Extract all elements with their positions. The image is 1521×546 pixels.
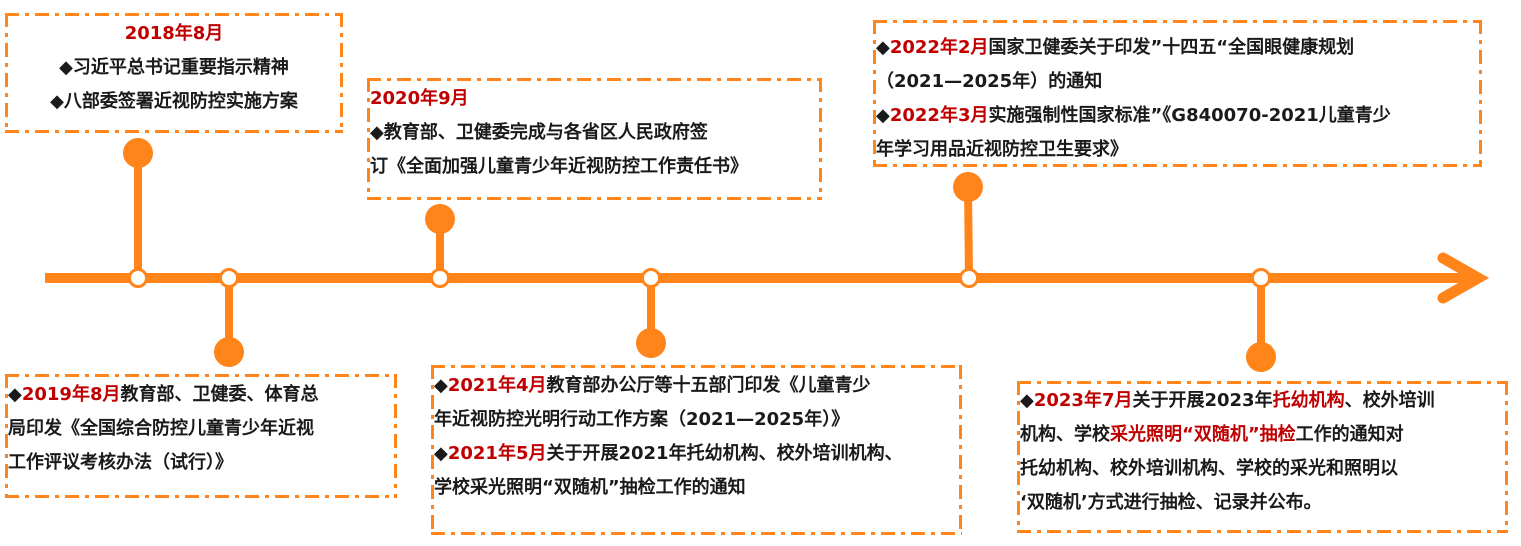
event-date: 2023年7月 [1033, 390, 1133, 411]
event-highlight: 采光照明“双随机”抽检 [1110, 424, 1296, 445]
event-entry: ◆2019年8月教育部、卫健委、体育总 [8, 378, 394, 412]
event-text: 教育部、卫健委、体育总 [120, 384, 319, 405]
event-date: 2021年4月 [447, 375, 547, 396]
diamond-bullet-icon: ◆ [1020, 390, 1034, 411]
event-text-continued: 托幼机构、校外培训机构、学校的采光和照明以 [1020, 458, 1398, 479]
event-date: 2020年9月 [370, 88, 469, 109]
event-entry: ◆2023年7月关于开展2023年托幼机构、校外培训 [1020, 384, 1505, 418]
event-entry: ◆2022年3月实施强制性国家标准”《G840070-2021儿童青少 [876, 99, 1479, 133]
timeline-node-2019-08 [214, 268, 244, 367]
diamond-bullet-icon: ◆ [434, 375, 448, 396]
event-text-line: ◆教育部、卫健委完成与各省区人民政府签 [370, 122, 708, 143]
event-text-line: 订《全面加强儿童青少年近视防控工作责任书》 [370, 156, 748, 177]
event-text-continued: 学校采光照明“双随机”抽检工作的通知 [434, 477, 746, 498]
event-text-continued: 年近视防控光明行动工作方案（2021—2025年）》 [434, 409, 850, 430]
event-item: ◆习近平总书记重要指示精神 [59, 57, 289, 78]
event-text: 教育部办公厅等十五部门印发《儿童青少 [546, 375, 871, 396]
event-text-continued: ‘双随机’方式进行抽检、记录并公布。 [1020, 492, 1322, 513]
event-text-continued: 机构、学校采光照明“双随机”抽检工作的通知对 [1020, 418, 1505, 452]
event-text: 、校外培训 [1344, 390, 1435, 411]
diamond-bullet-icon: ◆ [8, 384, 22, 405]
event-date: 2018年8月 [124, 23, 224, 44]
event-text-continued: 年学习用品近视防控卫生要求》 [876, 139, 1128, 160]
event-box-2021: ◆2021年4月教育部办公厅等十五部门印发《儿童青少 年近视防控光明行动工作方案… [431, 365, 962, 535]
diamond-bullet-icon: ◆ [434, 443, 448, 464]
diamond-bullet-icon: ◆ [876, 105, 890, 126]
timeline-node-2020-09 [425, 204, 455, 288]
event-text-continued: 局印发《全国综合防控儿童青少年近视 [8, 418, 314, 439]
event-highlight: 托幼机构 [1272, 390, 1345, 411]
event-date: 2019年8月 [21, 384, 121, 405]
event-text: 关于开展2021年托幼机构、校外培训机构、 [546, 443, 903, 464]
event-box-2023-07: ◆2023年7月关于开展2023年托幼机构、校外培训 机构、学校采光照明“双随机… [1017, 381, 1508, 533]
event-entry: ◆2021年4月教育部办公厅等十五部门印发《儿童青少 [434, 369, 959, 403]
event-entry: ◆2021年5月关于开展2021年托幼机构、校外培训机构、 [434, 437, 959, 471]
event-box-2018-08: 2018年8月 ◆习近平总书记重要指示精神 ◆八部委签署近视防控实施方案 [5, 13, 343, 133]
timeline-node-2023-07 [1246, 268, 1276, 372]
timeline-node-2022 [953, 172, 983, 288]
event-box-2020-09: 2020年9月 ◆教育部、卫健委完成与各省区人民政府签 订《全面加强儿童青少年近… [367, 78, 822, 200]
timeline-node-2021 [636, 268, 666, 358]
event-box-2022: ◆2022年2月国家卫健委关于印发”十四五“全国眼健康规划 （2021—2025… [873, 20, 1482, 167]
event-text-continued: 工作评议考核办法（试行）》 [8, 452, 233, 473]
event-item: ◆八部委签署近视防控实施方案 [50, 91, 298, 112]
timeline-node-2018-08 [123, 138, 153, 288]
event-text-continued: （2021—2025年）的通知 [876, 71, 1103, 92]
diamond-bullet-icon: ◆ [876, 37, 890, 58]
event-text: 关于开展2023年 [1132, 390, 1273, 411]
event-text: 国家卫健委关于印发”十四五“全国眼健康规划 [988, 37, 1355, 58]
event-date: 2021年5月 [447, 443, 547, 464]
event-date: 2022年2月 [889, 37, 989, 58]
event-date: 2022年3月 [889, 105, 989, 126]
arrow-right-icon [1437, 252, 1490, 304]
event-text: 工作的通知对 [1295, 424, 1404, 445]
event-entry: ◆2022年2月国家卫健委关于印发”十四五“全国眼健康规划 [876, 31, 1479, 65]
event-box-2019-08: ◆2019年8月教育部、卫健委、体育总 局印发《全国综合防控儿童青少年近视 工作… [5, 374, 397, 498]
event-text: 机构、学校 [1020, 424, 1110, 445]
event-text: 实施强制性国家标准”《G840070-2021儿童青少 [988, 105, 1391, 126]
